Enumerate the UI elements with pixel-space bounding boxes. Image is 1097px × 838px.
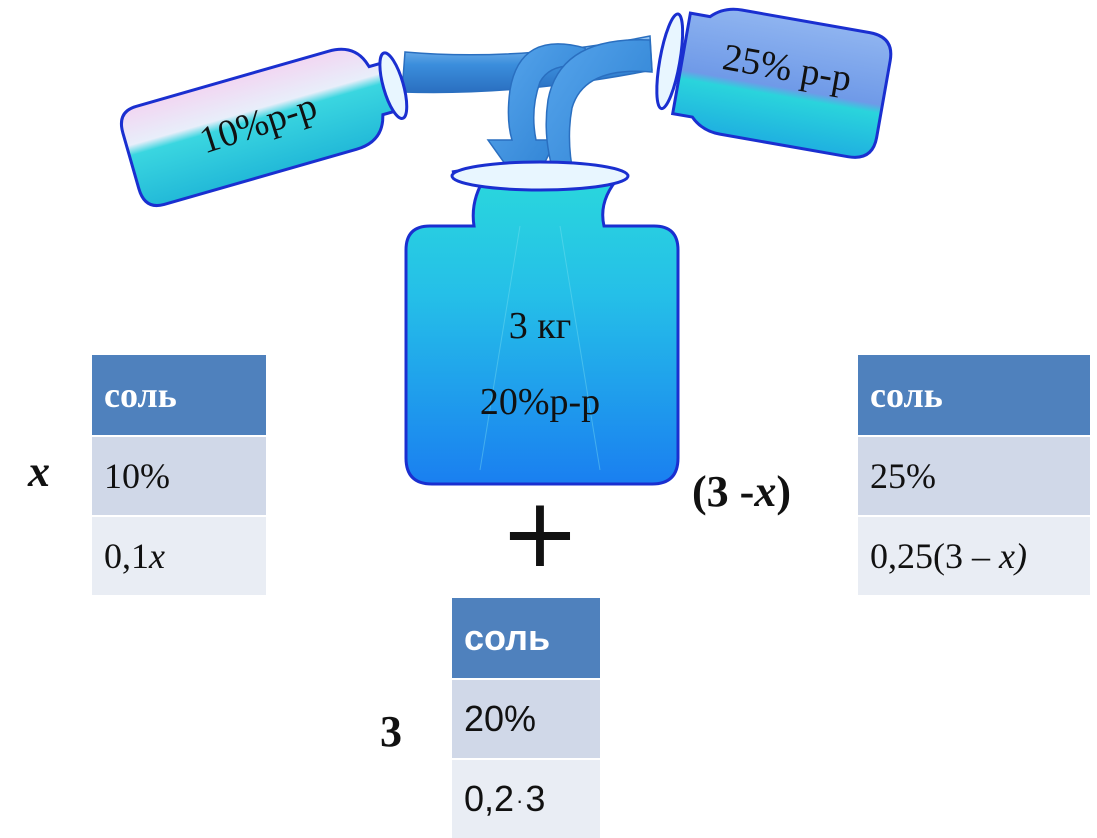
right-table: соль 25% 0,25(3 – x) bbox=[858, 355, 1090, 595]
center-mass-label: 3 кг bbox=[509, 305, 572, 347]
bottom-table: соль 20% 0,2·3 bbox=[452, 598, 600, 838]
bottom-value-a: 0,2 bbox=[464, 778, 515, 819]
bottom-side-label: 3 bbox=[380, 707, 402, 756]
center-bottle bbox=[404, 160, 680, 486]
left-table-value: 0,1x bbox=[92, 515, 266, 595]
bottom-table-header: соль bbox=[452, 598, 600, 679]
right-table-header: соль bbox=[858, 355, 1090, 436]
right-value-prefix: 0,25(3 – bbox=[870, 536, 999, 576]
right-table-percent: 25% bbox=[858, 435, 1090, 516]
left-table-percent: 10% bbox=[92, 435, 266, 516]
right-side-close: ) bbox=[776, 467, 791, 516]
pour-arrow-left bbox=[486, 43, 592, 198]
left-value-variable: x bbox=[149, 536, 165, 576]
left-side-label: x bbox=[28, 447, 50, 496]
right-table-value: 0,25(3 – x) bbox=[858, 515, 1090, 595]
plus-sign: + bbox=[500, 477, 580, 589]
right-side-variable: x bbox=[754, 467, 777, 516]
multiply-dot: · bbox=[516, 788, 524, 814]
left-table-header: соль bbox=[92, 355, 266, 436]
right-bottle bbox=[655, 7, 893, 159]
left-bottle bbox=[119, 47, 409, 208]
right-side-label: (3 -x) bbox=[692, 466, 791, 517]
bottom-table-value: 0,2·3 bbox=[452, 758, 600, 838]
left-value-number: 0,1 bbox=[104, 536, 149, 576]
bottom-value-b: 3 bbox=[525, 778, 546, 819]
right-side-open: (3 - bbox=[692, 467, 755, 516]
left-table: соль 10% 0,1x bbox=[92, 355, 266, 595]
center-concentration-label: 20%р-р bbox=[480, 381, 600, 423]
right-value-variable: x) bbox=[999, 536, 1027, 576]
bottom-table-percent: 20% bbox=[452, 678, 600, 759]
